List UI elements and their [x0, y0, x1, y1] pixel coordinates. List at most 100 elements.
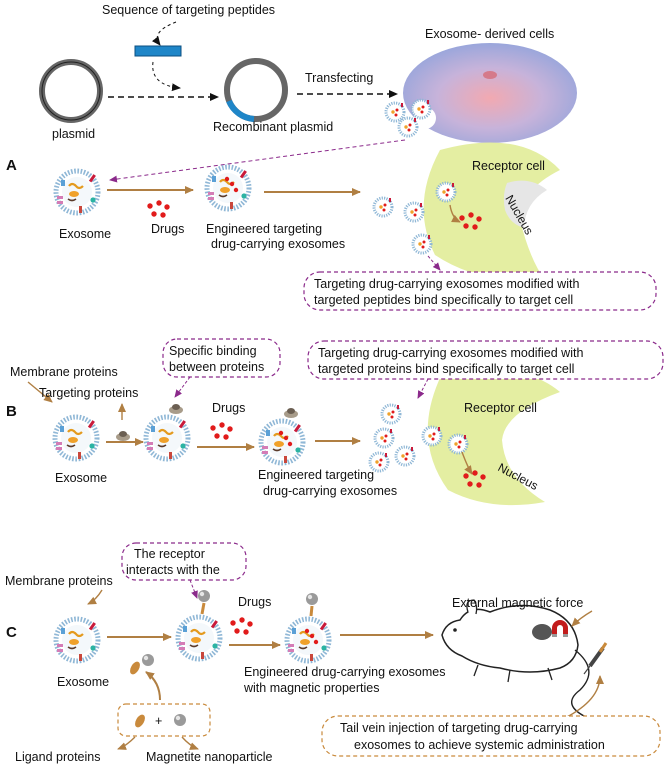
drugs-label-b: Drugs: [212, 401, 245, 415]
membrane-pointer-b: [27, 381, 53, 403]
drugs-b: [210, 422, 233, 440]
transfecting-label: Transfecting: [305, 71, 373, 85]
magnetite-icon: [174, 714, 186, 726]
magnet-icon: [552, 620, 568, 637]
exosome-derived-cell: [403, 43, 577, 143]
targeting-protein-b: [116, 431, 130, 441]
engineered-exosome-c: [287, 619, 329, 661]
membrane-pointer-c: [87, 589, 103, 605]
plus-sign: +: [155, 714, 162, 728]
bound-exosome-a: [403, 201, 425, 223]
bound-exosome-b: [380, 403, 402, 425]
injection-box: [321, 715, 661, 757]
ligand-label: Ligand proteins: [15, 750, 100, 764]
exosome-c: [56, 619, 98, 661]
plasmid-label: plasmid: [52, 127, 95, 141]
injection-line2: exosomes to achieve systemic administrat…: [354, 738, 605, 752]
bound-exosome-b: [368, 451, 390, 473]
sequence-curved-arrow: [151, 21, 177, 46]
binding-line1: Specific binding: [169, 344, 257, 358]
magnetite-c3: [306, 593, 318, 605]
engineered-label-b-2: drug-carrying exosomes: [263, 484, 397, 498]
receptor-label-b: Receptor cell: [464, 401, 537, 415]
exosome-to-panel-a-arrow: [109, 139, 406, 183]
callout-b-line2: targeted proteins bind specifically to t…: [318, 362, 574, 376]
conjugate-up-arrow: [145, 671, 161, 701]
ligand-stalk-c2: [200, 602, 206, 615]
panel-c-letter: C: [6, 624, 17, 641]
exosome-b2: [146, 417, 188, 459]
receptor-label-a: Receptor cell: [472, 159, 545, 173]
callout-a-line1: Targeting drug-carrying exosomes modifie…: [314, 277, 579, 291]
ligand-magnet-conjugate: [128, 654, 154, 677]
drugs-a: [147, 200, 170, 218]
magnetite-label: Magnetite nanoparticle: [146, 750, 273, 764]
panel-b-letter: B: [6, 403, 17, 420]
exosome-label-a: Exosome: [59, 227, 111, 241]
cell-inner-body: [483, 71, 497, 79]
exosome-label-b: Exosome: [55, 471, 107, 485]
injection-pointer: [564, 675, 604, 719]
membrane-label-c: Membrane proteins: [5, 574, 113, 588]
engineered-label-c-1: Engineered drug-carrying exosomes: [244, 665, 446, 679]
secreted-exosome: [384, 101, 406, 123]
binding-line2: between proteins: [169, 360, 264, 374]
bound-exosome-b: [373, 427, 395, 449]
callout-b-line1: Targeting drug-carrying exosomes modifie…: [318, 346, 583, 360]
callout-a-line2: targeted peptides bind specifically to t…: [314, 293, 573, 307]
engineered-label-a-2: drug-carrying exosomes: [211, 237, 345, 251]
exosome-c2: [178, 617, 220, 659]
binding-box-b: [162, 338, 281, 378]
callout-pointer-a: [427, 255, 441, 271]
internalized-exosome-b: [421, 425, 443, 447]
syringe-icon: [583, 642, 608, 675]
binding-pointer-b: [174, 376, 191, 398]
secreted-exosome: [397, 116, 419, 138]
exosome-cells-label: Exosome- derived cells: [425, 27, 554, 41]
drugs-label-c: Drugs: [238, 595, 271, 609]
mouse-illustration: [441, 599, 590, 719]
bound-exosome-a: [411, 233, 433, 255]
bound-protein-b2: [169, 404, 183, 414]
magnetite-pointer: [181, 736, 199, 750]
exosome-label-c: Exosome: [57, 675, 109, 689]
engineered-exosome-a: [207, 167, 249, 209]
panel-a-letter: A: [6, 157, 17, 174]
receptor-pointer-c: [189, 579, 198, 599]
callout-box-a: [303, 271, 657, 311]
callout-box-b: [307, 340, 664, 380]
receptor-cell-b: [427, 370, 560, 506]
insert-curved-arrow: [152, 61, 181, 92]
drugs-label-a: Drugs: [151, 222, 184, 236]
receptor-c-line2: interacts with the: [126, 563, 220, 577]
drugs-c: [230, 617, 253, 635]
sequence-label: Sequence of targeting peptides: [102, 3, 275, 17]
engineered-label-c-2: with magnetic properties: [243, 681, 379, 695]
injection-line1: Tail vein injection of targeting drug-ca…: [340, 721, 578, 735]
engineered-label-a-1: Engineered targeting: [206, 222, 322, 236]
bound-protein-b3: [284, 408, 298, 418]
internalization-arrow-a: [449, 204, 461, 223]
ligand-pointer: [117, 736, 136, 750]
receptor-c-line1: The receptor: [134, 547, 205, 561]
internalized-exosome-b: [447, 433, 469, 455]
conjugation-box: [117, 703, 211, 737]
bound-exosome-a: [372, 196, 394, 218]
internalization-arrow-b: [461, 451, 473, 475]
engineered-exosome-b: [261, 421, 303, 463]
recombinant-insert: [226, 99, 255, 122]
recombinant-label: Recombinant plasmid: [213, 120, 333, 134]
magnetic-label: External magnetic force: [452, 596, 583, 610]
exosome-b: [55, 417, 97, 459]
receptor-box-c: [121, 542, 247, 581]
bound-exosome-b: [394, 445, 416, 467]
engineered-label-b-1: Engineered targeting: [258, 468, 374, 482]
exosome-a: [56, 171, 98, 213]
magnetite-c2: [198, 590, 210, 602]
magnetic-pointer: [571, 610, 593, 627]
ligand-stalk-c3: [309, 605, 314, 617]
callout-pointer-b: [417, 378, 429, 399]
peptide-sequence-bar: [134, 45, 182, 57]
secreted-exosome: [410, 98, 432, 120]
